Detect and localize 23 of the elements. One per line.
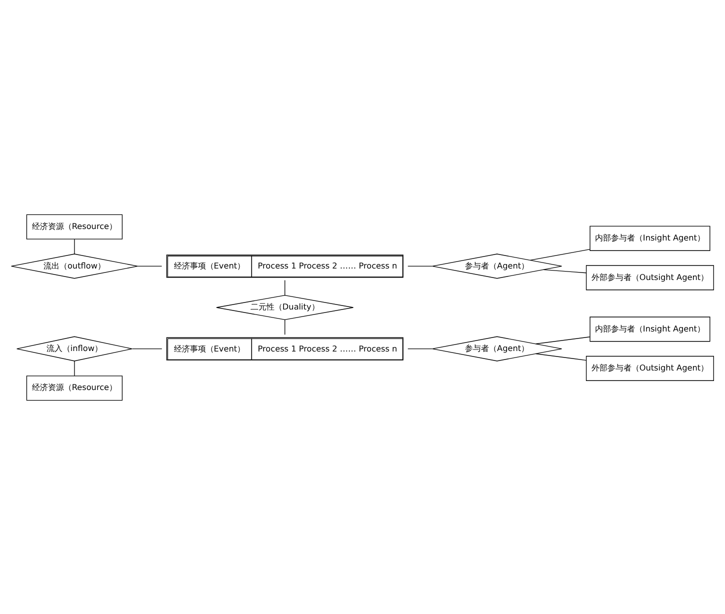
connector xyxy=(74,238,75,254)
connector xyxy=(535,336,590,344)
node-diamond: 参与者（Agent） xyxy=(432,336,562,361)
node-diamond: 流出（outflow） xyxy=(10,253,138,278)
node-diamond: 参与者（Agent） xyxy=(432,253,562,278)
connector xyxy=(74,360,75,376)
node-box: 外部参与者（Outsight Agent） xyxy=(586,355,714,380)
node-diamond: 流入（inflow） xyxy=(16,336,132,361)
connector xyxy=(284,318,286,334)
node-box: 内部参与者（Insight Agent） xyxy=(590,225,710,250)
connector xyxy=(535,352,586,360)
connector xyxy=(530,248,590,260)
connector xyxy=(408,348,433,349)
node-box: 经济资源（Resource） xyxy=(26,375,123,400)
connector xyxy=(132,348,162,349)
node-box: 经济资源（Resource） xyxy=(26,214,123,239)
connector xyxy=(408,265,433,266)
node-box: 内部参与者（Insight Agent） xyxy=(590,316,710,342)
node-diamond: 二元性（Duality） xyxy=(216,294,354,320)
connector xyxy=(137,265,162,266)
connector xyxy=(543,268,586,273)
node-box: 外部参与者（Outsight Agent） xyxy=(586,264,714,290)
connector xyxy=(284,279,286,296)
